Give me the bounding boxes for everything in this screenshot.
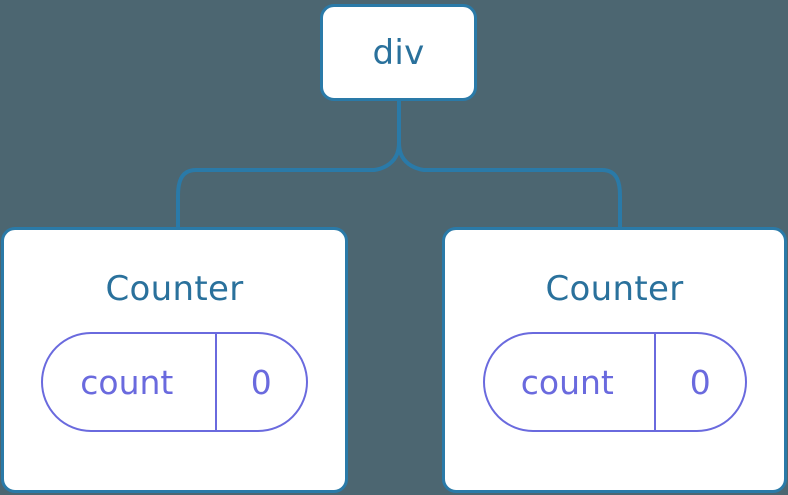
state-key-counter-left: count xyxy=(43,334,217,430)
node-counter-right[interactable]: Counter count 0 xyxy=(442,227,787,493)
node-div-label: div xyxy=(372,32,425,73)
node-div[interactable]: div xyxy=(320,4,477,101)
state-pill-counter-left[interactable]: count 0 xyxy=(41,332,308,432)
node-counter-right-label: Counter xyxy=(545,269,684,309)
node-counter-left[interactable]: Counter count 0 xyxy=(1,227,348,493)
state-pill-counter-right[interactable]: count 0 xyxy=(482,332,747,432)
state-key-counter-right: count xyxy=(485,334,657,430)
edge-div-to-counter-right xyxy=(397,99,622,230)
edge-div-to-counter-left xyxy=(176,99,401,230)
node-counter-left-label: Counter xyxy=(105,269,244,309)
state-value-counter-left: 0 xyxy=(250,362,272,402)
state-value-counter-right: 0 xyxy=(689,362,711,402)
